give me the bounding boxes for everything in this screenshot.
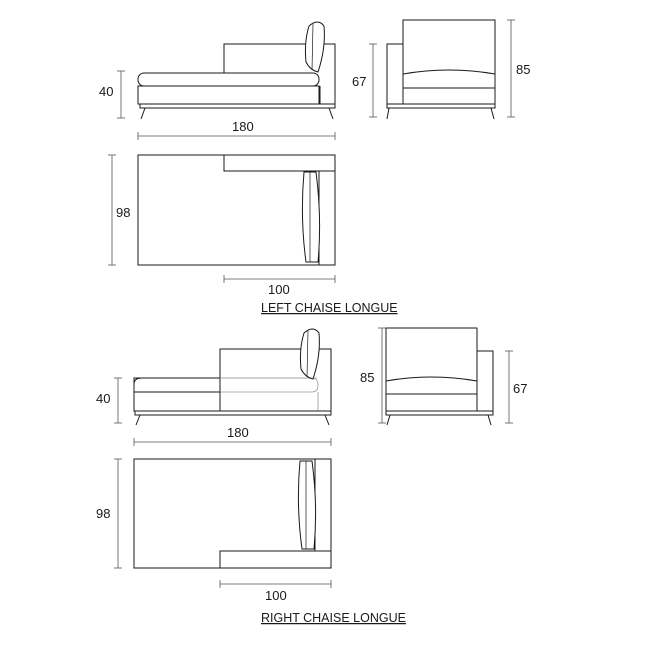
right-front-arm-dim: 67: [505, 350, 527, 424]
right-front-total-dim: 85: [360, 327, 386, 424]
right-plan-depth-label: 98: [96, 506, 110, 521]
right-plan-view: [133, 458, 332, 569]
left-plan-back-label: 100: [268, 282, 290, 297]
left-front-total-label: 85: [516, 62, 530, 77]
left-plan-view: [137, 154, 336, 266]
right-side-width-label: 180: [227, 425, 249, 440]
left-front-arm-dim: 67: [352, 43, 377, 118]
left-plan-depth-label: 98: [116, 205, 130, 220]
right-plan-back-label: 100: [265, 588, 287, 603]
left-chaise-section: 40 180 67 85: [99, 19, 530, 315]
left-front-total-dim: 85: [507, 19, 530, 118]
left-side-width-label: 180: [232, 119, 254, 134]
left-side-width-dim: 180: [137, 119, 336, 140]
left-chaise-caption: LEFT CHAISE LONGUE: [261, 301, 398, 315]
left-side-height-dim: 40: [99, 70, 125, 119]
right-chaise-section: 40 180 85 67: [96, 327, 527, 625]
left-plan-back-dim: 100: [223, 275, 336, 297]
right-front-view: [385, 327, 494, 426]
right-front-arm-label: 67: [513, 381, 527, 396]
left-plan-depth-dim: 98: [108, 154, 130, 266]
right-plan-back-dim: 100: [219, 580, 332, 603]
right-chaise-caption: RIGHT CHAISE LONGUE: [261, 611, 406, 625]
left-front-arm-label: 67: [352, 74, 366, 89]
right-plan-depth-dim: 98: [96, 458, 122, 569]
right-side-width-dim: 180: [133, 425, 332, 446]
right-front-total-label: 85: [360, 370, 374, 385]
right-side-view: [133, 328, 332, 426]
left-side-view: [137, 21, 336, 120]
left-side-height-label: 40: [99, 84, 113, 99]
right-side-height-dim: 40: [96, 377, 122, 424]
right-side-height-label: 40: [96, 391, 110, 406]
left-front-view: [386, 19, 496, 120]
